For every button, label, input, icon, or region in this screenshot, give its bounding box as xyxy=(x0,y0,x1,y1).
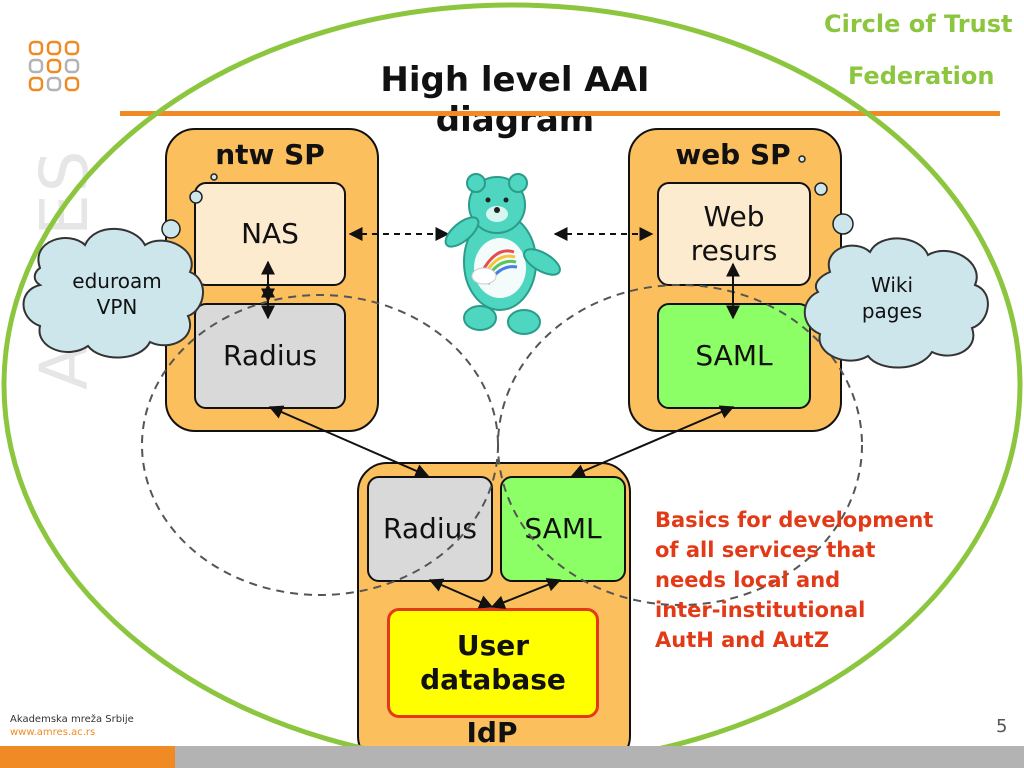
left-cloud-text: eduroam VPN xyxy=(52,268,182,320)
ntw-sp-label: ntw SP xyxy=(215,138,325,171)
footer-org: Akademska mreža Srbije xyxy=(10,714,134,725)
circle-of-trust-label: Circle of Trust xyxy=(824,10,1013,38)
basics-note: Basics for development of all services t… xyxy=(655,505,955,655)
right-cloud-line2: pages xyxy=(861,299,923,323)
web-saml-box: SAML xyxy=(657,303,811,409)
web-resource-line2: resurs xyxy=(690,234,778,267)
note-line-1: Basics for development xyxy=(655,508,934,532)
footer-accent xyxy=(0,746,175,768)
user-database-box: User database xyxy=(387,608,599,718)
web-resource-line1: Web xyxy=(703,200,765,234)
idp-saml-box: SAML xyxy=(500,476,626,582)
user-database-line2: database xyxy=(420,663,566,696)
right-cloud-line1: Wiki xyxy=(870,273,914,297)
note-line-2: of all services that xyxy=(655,538,876,562)
federation-label: Federation xyxy=(848,62,995,90)
note-line-3: needs local and xyxy=(655,568,841,592)
title-underline xyxy=(120,111,1000,116)
page-number: 5 xyxy=(996,716,1008,737)
left-cloud-line2: VPN xyxy=(96,295,138,319)
web-resource-box: Web resurs xyxy=(657,182,811,286)
note-line-4: inter-institutional xyxy=(655,598,866,622)
idp-label: IdP xyxy=(466,716,518,749)
ntw-radius-box: Radius xyxy=(194,303,346,409)
idp-radius-box: Radius xyxy=(367,476,493,582)
nas-box: NAS xyxy=(194,182,346,286)
amres-logo-icon xyxy=(28,40,80,92)
footer-url[interactable]: www.amres.ac.rs xyxy=(10,727,96,738)
note-line-5: AutH and AutZ xyxy=(655,628,830,652)
user-database-line1: User xyxy=(456,629,530,663)
web-sp-label: web SP xyxy=(675,138,791,171)
footer-bar xyxy=(0,746,1024,768)
left-cloud-line1: eduroam xyxy=(72,269,162,293)
right-cloud-text: Wiki pages xyxy=(842,272,942,324)
